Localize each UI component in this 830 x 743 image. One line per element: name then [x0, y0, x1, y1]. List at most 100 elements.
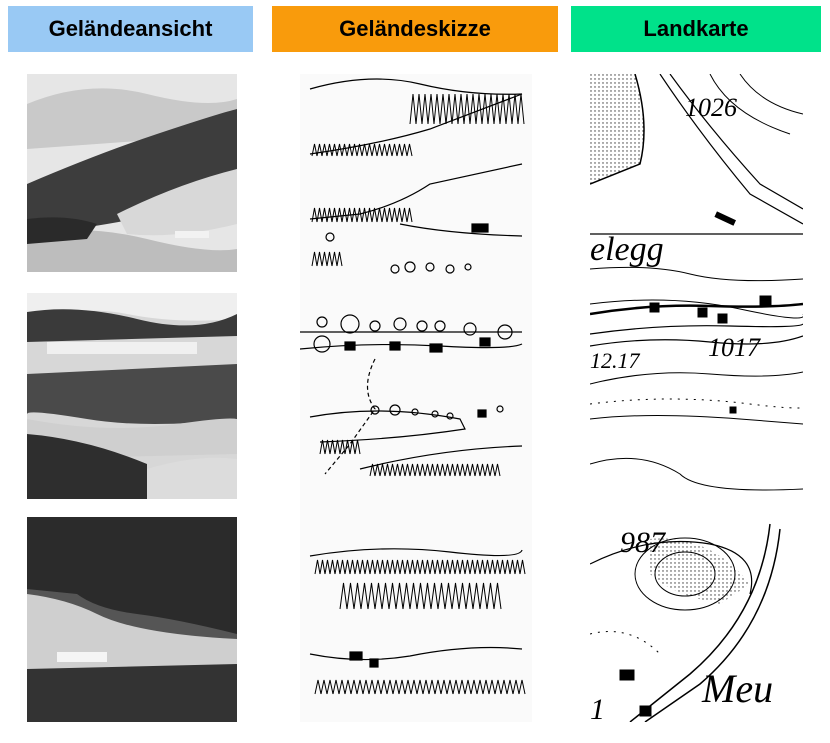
photo-top	[27, 74, 237, 272]
tree-mark	[506, 679, 514, 695]
tree-mark	[464, 559, 471, 575]
tree-mark	[334, 439, 341, 455]
tree-mark	[331, 143, 338, 157]
tree-mark	[479, 582, 488, 610]
tree-mark	[464, 463, 471, 477]
map-elevation-label-987: 987	[620, 526, 667, 559]
tree-mark	[396, 207, 403, 223]
tree-mark	[376, 207, 383, 223]
tree-mark	[349, 439, 356, 455]
tree-mark	[437, 582, 446, 610]
tree-mark	[416, 679, 424, 695]
tree-mark	[421, 93, 429, 125]
tree-mark	[484, 463, 491, 477]
tree-mark	[394, 463, 401, 477]
tree-mark	[404, 559, 411, 575]
tree-mark	[344, 679, 352, 695]
tree-mark	[379, 559, 386, 575]
tree-mark	[362, 679, 370, 695]
topo-map-panel: 1026 elegg 1017 12.17	[590, 74, 803, 722]
tree-mark	[494, 559, 501, 575]
sketch-top	[309, 78, 523, 274]
terrain-sketch-panel	[300, 74, 532, 722]
tree-mark	[499, 93, 507, 125]
tree-mark	[488, 679, 496, 695]
tree-mark	[404, 463, 411, 477]
tree-mark	[449, 559, 456, 575]
tree-mark	[452, 679, 460, 695]
tree-mark	[440, 679, 448, 695]
tree-mark	[341, 207, 348, 223]
tree-mark	[354, 559, 361, 575]
tree-mark	[402, 582, 411, 610]
tree-mark	[346, 143, 353, 157]
tree-mark	[494, 463, 501, 477]
tree-mark	[354, 439, 361, 455]
tree-mark	[353, 582, 362, 610]
tree-mark	[314, 559, 321, 575]
tree-mark	[511, 93, 519, 125]
tree-mark	[388, 582, 397, 610]
tree-mark	[434, 679, 442, 695]
tree-mark	[384, 463, 391, 477]
tree-mark	[406, 143, 413, 157]
tree-mark	[493, 582, 502, 610]
tree-mark	[427, 93, 435, 125]
tree-mark	[454, 559, 461, 575]
tree-mark	[346, 582, 355, 610]
tree-mark	[406, 207, 413, 223]
tree-mark	[334, 559, 341, 575]
sketch-bottom	[309, 548, 523, 668]
sketch-tree-band-bottom	[314, 559, 526, 695]
tree-mark	[464, 679, 472, 695]
tree-mark	[359, 559, 366, 575]
tree-mark	[351, 143, 358, 157]
tree-mark	[424, 559, 431, 575]
map-elevation-label-12-17: 12.17	[590, 348, 641, 373]
tree-mark	[409, 582, 418, 610]
tree-mark	[486, 582, 495, 610]
tree-mark	[316, 251, 323, 267]
tree-mark	[459, 559, 466, 575]
tree-mark	[458, 679, 466, 695]
map-placename-elegg: elegg	[590, 231, 664, 268]
tree-mark	[369, 559, 376, 575]
tree-mark	[344, 439, 351, 455]
tree-mark	[401, 207, 408, 223]
tree-mark	[349, 559, 356, 575]
tree-mark	[430, 582, 439, 610]
tree-mark	[514, 559, 521, 575]
tree-mark	[470, 679, 478, 695]
tree-mark	[423, 582, 432, 610]
sketch-tree-band-middle	[319, 439, 501, 477]
tree-mark	[356, 207, 363, 223]
tree-mark	[339, 582, 348, 610]
tree-mark	[469, 93, 477, 125]
tree-mark	[394, 559, 401, 575]
tree-mark	[396, 143, 403, 157]
tree-mark	[419, 559, 426, 575]
tree-mark	[351, 207, 358, 223]
tree-mark	[444, 559, 451, 575]
tree-mark	[479, 559, 486, 575]
tree-mark	[399, 559, 406, 575]
tree-mark	[472, 582, 481, 610]
tree-mark	[419, 463, 426, 477]
tree-mark	[509, 559, 516, 575]
tree-mark	[422, 679, 430, 695]
tree-mark	[311, 207, 318, 223]
tree-mark	[474, 559, 481, 575]
tree-mark	[439, 93, 447, 125]
tree-mark	[449, 463, 456, 477]
tree-mark	[504, 559, 511, 575]
tree-mark	[321, 251, 328, 267]
tree-mark	[319, 439, 326, 455]
tree-mark	[439, 559, 446, 575]
map-section-middle: 1017 12.17	[590, 295, 803, 491]
tree-mark	[326, 251, 333, 267]
tree-mark	[338, 679, 346, 695]
tree-mark	[479, 463, 486, 477]
tree-mark	[324, 439, 331, 455]
header-map: Landkarte	[571, 6, 821, 52]
tree-mark	[519, 559, 526, 575]
